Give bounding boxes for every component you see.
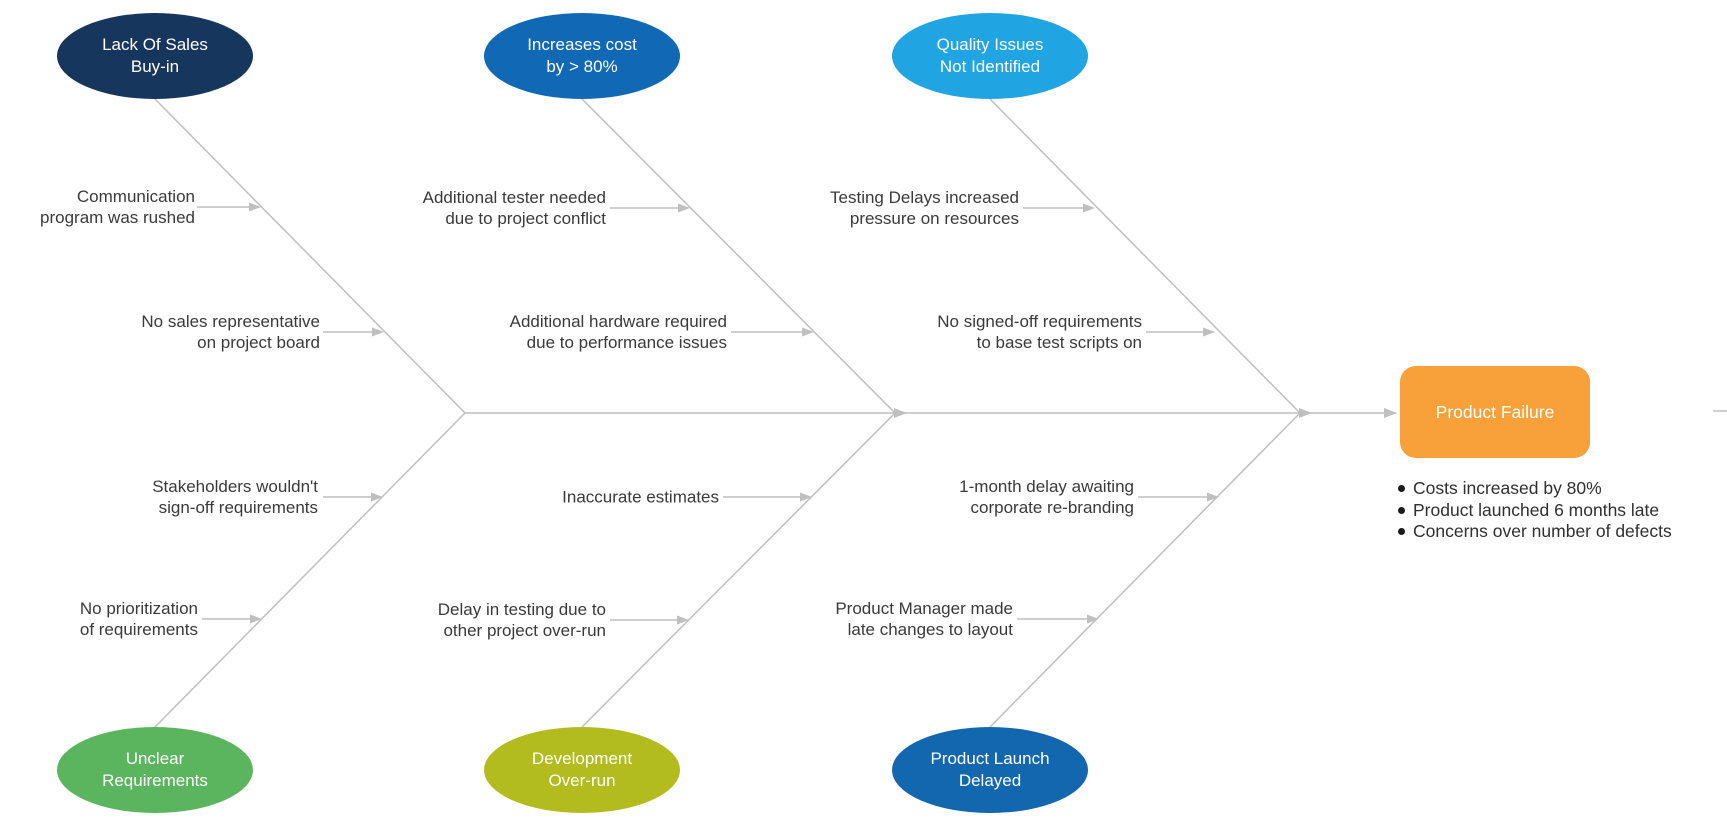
- branch-line-development-over-run: [581, 412, 896, 728]
- outcome-list: Costs increased by 80% Product launched …: [1398, 478, 1672, 543]
- connector-arrow-icon: [371, 492, 383, 502]
- effect-node-product-failure[interactable]: Product Failure: [1400, 366, 1590, 458]
- category-node-development-over-run[interactable]: Development Over-run: [484, 727, 680, 813]
- connector-arrow-icon: [1087, 614, 1099, 624]
- cause-label-additional-hardware[interactable]: Additional hardware required due to perf…: [509, 312, 727, 352]
- outcome-item: Costs increased by 80%: [1398, 478, 1672, 500]
- branch-line-quality-issues: [989, 98, 1301, 414]
- category-node-product-launch-delayed[interactable]: Product Launch Delayed: [892, 727, 1088, 813]
- branch-line-unclear-requirements: [154, 412, 466, 728]
- category-label: Quality Issues Not Identified: [936, 35, 1044, 76]
- cause-label-late-layout-changes[interactable]: Product Manager made late changes to lay…: [835, 599, 1013, 639]
- category-node-unclear-requirements[interactable]: Unclear Requirements: [57, 727, 253, 813]
- connector-arrow-icon: [1207, 492, 1219, 502]
- branch-line-product-launch-delayed: [989, 412, 1301, 728]
- connector-arrow-icon: [250, 614, 262, 624]
- connector-arrow-icon: [1083, 203, 1095, 213]
- outcome-item: Product launched 6 months late: [1398, 500, 1672, 522]
- category-label: Increases cost by > 80%: [527, 35, 637, 76]
- cause-label-testing-delays-pressure[interactable]: Testing Delays increased pressure on res…: [830, 188, 1019, 228]
- connector-arrow-icon: [678, 203, 690, 213]
- cause-label-no-prioritization[interactable]: No prioritization of requirements: [79, 599, 198, 639]
- cause-label-rebranding-delay[interactable]: 1-month delay awaiting corporate re-bran…: [959, 477, 1134, 517]
- category-label: Unclear Requirements: [102, 749, 208, 790]
- cause-label-additional-tester[interactable]: Additional tester needed due to project …: [422, 188, 606, 228]
- connector-arrow-icon: [249, 202, 261, 212]
- connector-arrow-icon: [802, 327, 814, 337]
- spine-arrow-icon: [894, 408, 907, 418]
- cause-label-communication-rushed[interactable]: Communication program was rushed: [40, 187, 195, 227]
- branch-line-lack-of-sales: [154, 98, 466, 414]
- category-label: Lack Of Sales Buy-in: [102, 35, 208, 76]
- outcome-item: Concerns over number of defects: [1398, 521, 1672, 543]
- category-node-lack-of-sales-buy-in[interactable]: Lack Of Sales Buy-in: [57, 13, 253, 99]
- cause-label-no-sales-representative[interactable]: No sales representative on project board: [141, 312, 320, 352]
- cause-label-delay-in-testing[interactable]: Delay in testing due to other project ov…: [437, 600, 606, 640]
- connector-arrow-icon: [372, 327, 384, 337]
- cause-label-inaccurate-estimates[interactable]: Inaccurate estimates: [562, 487, 719, 507]
- connector-arrow-icon: [677, 615, 689, 625]
- category-node-increases-cost[interactable]: Increases cost by > 80%: [484, 13, 680, 99]
- cause-label-no-signed-off-requirements[interactable]: No signed-off requirements to base test …: [937, 312, 1142, 352]
- spine-arrow-icon: [1384, 408, 1397, 418]
- cause-label-stakeholders-sign-off[interactable]: Stakeholders wouldn't sign-off requireme…: [152, 477, 318, 517]
- effect-label: Product Failure: [1435, 401, 1555, 422]
- connector-arrow-icon: [1203, 327, 1215, 337]
- category-label: Development Over-run: [531, 749, 633, 790]
- category-node-quality-issues[interactable]: Quality Issues Not Identified: [892, 13, 1088, 99]
- category-label: Product Launch Delayed: [930, 749, 1050, 790]
- branch-line-increases-cost: [581, 98, 896, 414]
- spine-arrow-icon: [1299, 408, 1312, 418]
- connector-arrow-icon: [800, 492, 812, 502]
